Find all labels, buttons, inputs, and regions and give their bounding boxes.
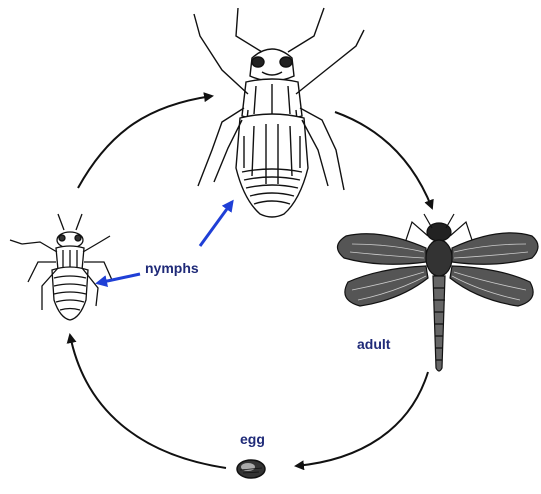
nymphs-label: nymphs [145, 260, 199, 276]
small-nymph-icon [10, 214, 112, 320]
cycle-arrow-large-to-adult [335, 112, 432, 208]
adult-label: adult [357, 336, 391, 352]
cycle-arrow-adult-to-egg [296, 372, 428, 466]
cycle-arrow-egg-to-small [70, 335, 226, 468]
egg-label: egg [240, 431, 265, 447]
egg-icon [237, 460, 265, 478]
nymphs-pointer-to-small [98, 274, 140, 283]
nymphs-pointer-to-large [200, 202, 232, 246]
cycle-arrow-small-to-large [78, 96, 212, 188]
